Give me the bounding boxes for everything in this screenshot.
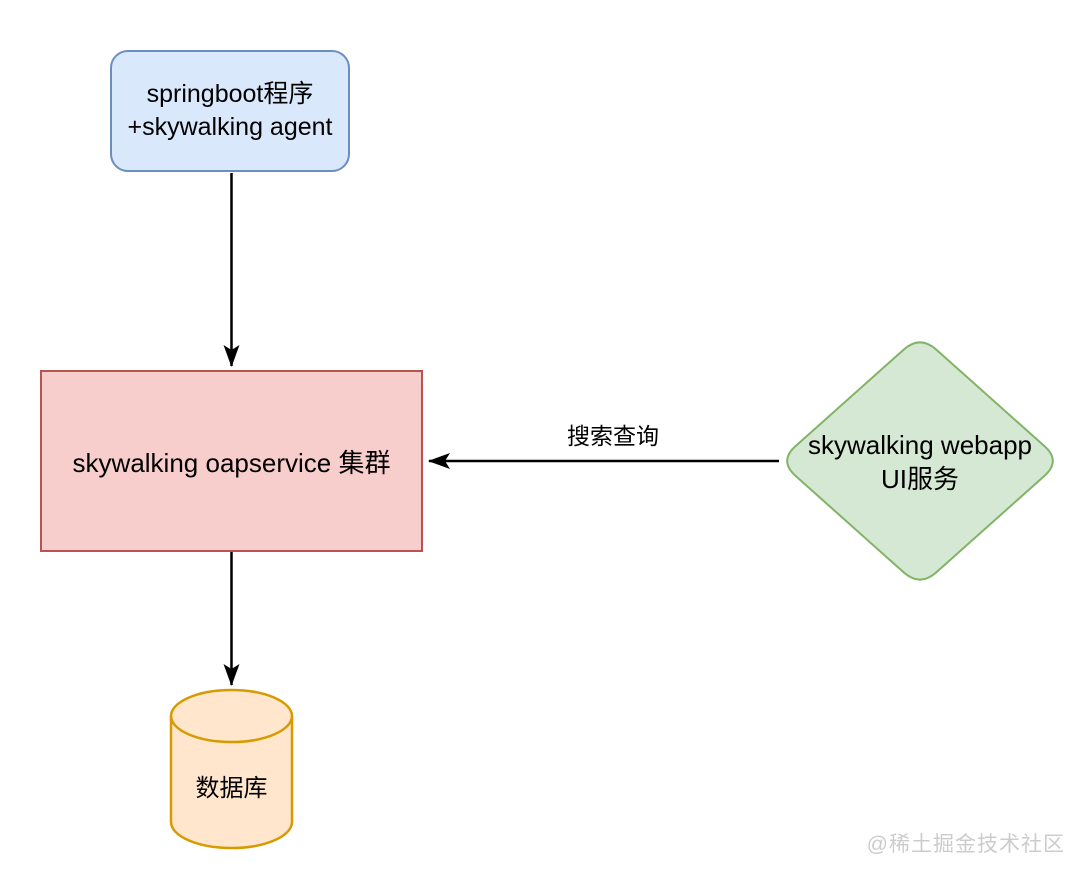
node-oapservice-cluster: skywalking oapservice 集群 <box>40 370 423 552</box>
edge-label-search-query: 搜索查询 <box>567 423 659 449</box>
database-cylinder-shape <box>169 688 294 850</box>
watermark-text: @稀土掘金技术社区 <box>866 833 1065 856</box>
node-springboot-label-line2: +skywalking agent <box>127 113 333 141</box>
webapp-diamond-shape <box>786 341 1054 581</box>
database-cylinder-top-rim <box>169 715 294 744</box>
node-webapp-label-line2: UI服务 <box>880 464 959 494</box>
node-oapservice-label: skywalking oapservice 集群 <box>72 447 391 478</box>
node-database-label: 数据库 <box>195 775 268 802</box>
node-springboot-label-line1: springboot程序 <box>146 80 314 108</box>
node-webapp-ui: skywalking webapp UI服务 <box>785 428 1055 496</box>
node-webapp-label-line1: skywalking webapp <box>807 430 1032 460</box>
node-springboot-agent: springboot程序 +skywalking agent <box>110 50 350 172</box>
node-database: 数据库 <box>171 768 292 803</box>
